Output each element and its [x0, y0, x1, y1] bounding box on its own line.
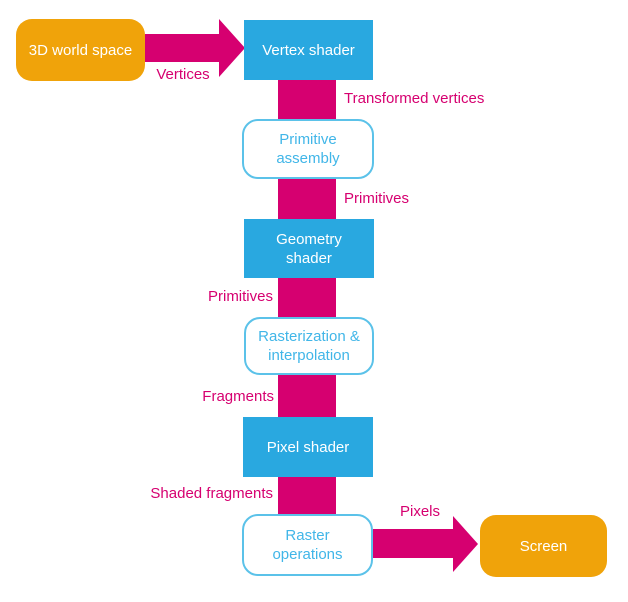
edge-label-pixels: Pixels — [400, 503, 441, 520]
node-pixel-shader: Pixel shader — [243, 417, 373, 477]
pixels-arrow-shaft — [373, 529, 453, 558]
edge-label-transformed-vertices: Transformed vertices — [344, 90, 485, 107]
node-primitive-assembly: Primitive assembly — [242, 119, 374, 179]
vertices-arrow-head — [219, 19, 245, 77]
node-raster-operations: Raster operations — [242, 514, 373, 576]
edge-label-primitives-left: Primitives — [207, 288, 273, 305]
node-rasterization-interpolation: Rasterization & interpolation — [244, 317, 374, 375]
node-screen: Screen — [480, 515, 607, 577]
node-3d-world-space: 3D world space — [16, 19, 145, 81]
pixels-arrow-head — [453, 516, 478, 572]
edge-label-fragments: Fragments — [202, 388, 274, 405]
edge-label-primitives-right: Primitives — [344, 190, 410, 207]
vertices-arrow-shaft — [145, 34, 219, 62]
node-vertex-shader: Vertex shader — [244, 20, 373, 80]
edge-label-vertices: Vertices — [156, 66, 210, 83]
node-geometry-shader: Geometry shader — [244, 219, 374, 278]
edge-label-shaded-fragments: Shaded fragments — [150, 485, 273, 502]
